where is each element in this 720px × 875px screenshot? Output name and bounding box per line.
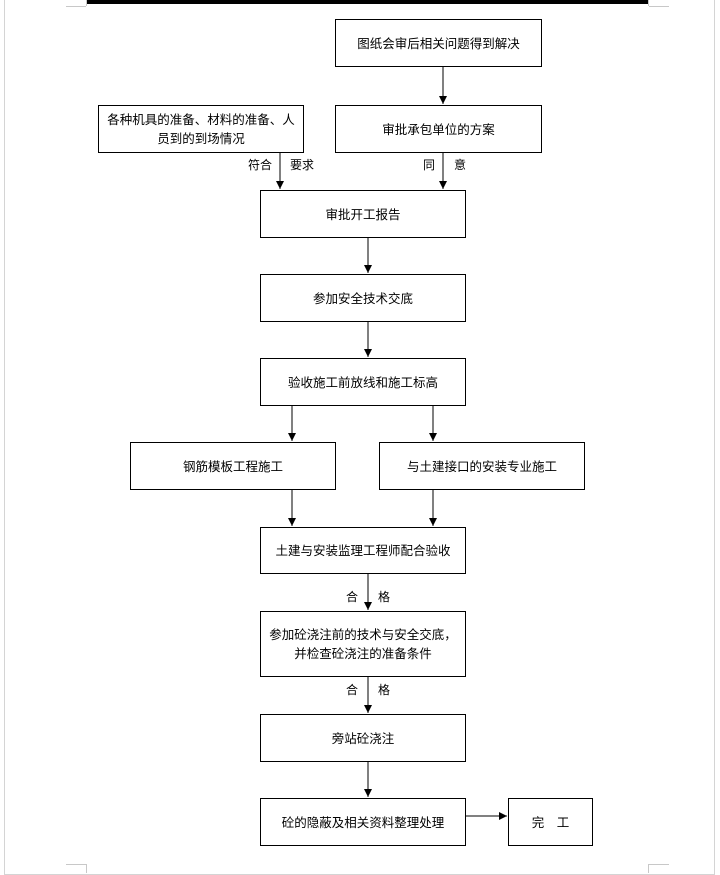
crop-mark [648,0,649,6]
label-meets-2: 要求 [290,158,315,172]
label-pass-b-1: 合 [346,683,359,697]
box-rebar-formwork: 钢筋模板工程施工 [130,442,336,490]
label-pass-a-2: 格 [378,590,391,604]
box-drawings-resolved: 图纸会审后相关问题得到解决 [335,19,542,67]
box-concealed-records: 砼的隐蔽及相关资料整理处理 [260,798,466,846]
crop-mark [86,864,87,873]
box-installation-interface: 与土建接口的安装专业施工 [379,442,585,490]
crop-mark [648,864,649,873]
box-completion: 完 工 [508,798,593,846]
label-agree-1: 同 [423,158,436,172]
crop-mark [66,6,86,7]
box-accept-layout-elevation: 验收施工前放线和施工标高 [260,358,466,406]
box-approve-start-report: 审批开工报告 [260,190,466,238]
box-pre-pour-briefing: 参加砼浇注前的技术与安全交底，并检查砼浇注的准备条件 [260,611,466,677]
label-pass-a-1: 合 [346,590,359,604]
crop-mark [66,864,86,865]
crop-mark [649,6,669,7]
crop-mark [649,864,669,865]
label-meets-1: 符合 [248,158,273,172]
box-preparations: 各种机具的准备、材料的准备、人员到的到场情况 [98,105,304,153]
box-approve-contractor-plan: 审批承包单位的方案 [335,105,542,153]
crop-mark [86,0,87,6]
box-joint-acceptance: 土建与安装监理工程师配合验收 [260,527,466,574]
box-safety-briefing: 参加安全技术交底 [260,274,466,322]
label-pass-b-2: 格 [378,683,391,697]
box-pour-supervision: 旁站砼浇注 [260,714,466,762]
label-agree-2: 意 [454,158,467,172]
header-rule [87,0,648,4]
